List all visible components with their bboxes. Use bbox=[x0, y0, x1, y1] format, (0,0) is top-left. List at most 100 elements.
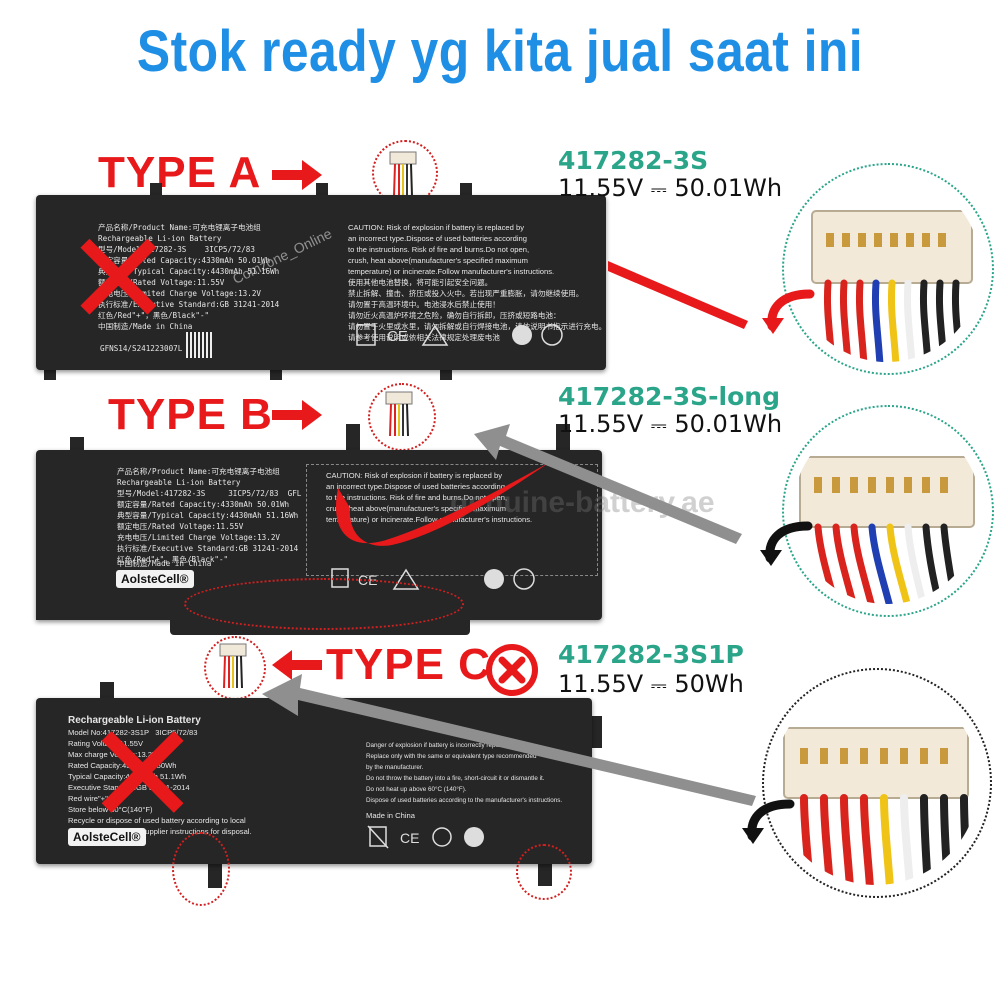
arrow-left-icon bbox=[272, 650, 322, 680]
label-line: by the manufacturer. bbox=[366, 764, 424, 771]
dc-symbol-icon: ⎓ bbox=[650, 413, 667, 437]
label-line: Dispose of used batteries according to t… bbox=[366, 797, 563, 804]
label-line: 禁止拆解、撞击、挤压或投入火中。若出现严重膨胀，请勿继续使用。 bbox=[348, 289, 584, 298]
label-line: 请勿置于火里或水里，请勿拆解或自行焊接电池，请依说明书指示进行充电。 bbox=[348, 322, 607, 331]
label-line: Rated Capacity:4330mAh 50Wh bbox=[68, 761, 177, 770]
label-line: 执行标准/Executive Standard:GB 31241-2014 bbox=[98, 300, 280, 309]
type-a-label: TYPE A bbox=[98, 148, 262, 197]
spec-line-b: 11.55V ⎓ 50.01Wh bbox=[558, 410, 782, 438]
label-line: Typical Capacity:4430mAh 51.1Wh bbox=[68, 772, 187, 781]
battery-b-caution: CAUTION: Risk of explosion if battery is… bbox=[326, 470, 586, 525]
curved-arrow-icon bbox=[762, 289, 815, 334]
label-line: 中国制造/Made in China bbox=[98, 322, 193, 331]
label-line: Model No:417282-3S1P 3ICP5/72/83 bbox=[68, 728, 198, 737]
label-line: 额定电压/Rated Voltage:11.55V bbox=[117, 522, 244, 531]
headline: Stok ready yg kita jual saat ini bbox=[136, 19, 864, 84]
connector-closeup-b bbox=[793, 416, 981, 604]
spec-line-a: 11.55V ⎓ 50.01Wh bbox=[558, 174, 782, 202]
label-line: Rechargeable Li-ion Battery bbox=[98, 234, 222, 243]
label-line: 额定电压/Rated Voltage:11.55V bbox=[98, 278, 225, 287]
svg-text:CE: CE bbox=[387, 328, 408, 345]
label-line: an incorrect type.Dispose of used batter… bbox=[326, 482, 505, 491]
curved-arrow-icon bbox=[760, 521, 813, 566]
label-line: Executive Standard:GB 31241-2014 bbox=[68, 783, 190, 792]
label-line: 产品名称/Product Name:可充电锂离子电池组 bbox=[98, 223, 261, 232]
battery-a-caution: CAUTION: Risk of explosion if battery is… bbox=[348, 222, 607, 343]
part-number-a: 417282-3S bbox=[558, 146, 709, 175]
label-line: 请勿近火高温炉环境之危险，确勿自行拆卸，压挤或短路电池： bbox=[348, 311, 561, 320]
label-line: CAUTION: Risk of explosion if battery is… bbox=[348, 223, 524, 232]
label-line: Do not throw the battery into a fire, sh… bbox=[366, 775, 545, 782]
type-b-label: TYPE B bbox=[108, 390, 273, 439]
part-number-c: 417282-3S1P bbox=[558, 640, 744, 669]
label-line: Rechargeable Li-ion Battery bbox=[117, 478, 241, 487]
brand-logo: AolsteCell® bbox=[116, 570, 194, 588]
energy: 50.01Wh bbox=[674, 410, 783, 438]
dc-symbol-icon: ⎓ bbox=[650, 673, 667, 697]
reject-x-icon bbox=[486, 644, 538, 696]
label-line: 典型容量/Typical Capacity:4430mAh 51.16Wh bbox=[117, 511, 299, 520]
made-in-label: 中国制造/Made in China bbox=[117, 559, 212, 568]
label-line: an incorrect type.Dispose of used batter… bbox=[348, 234, 527, 243]
tab-highlight-ring bbox=[516, 844, 572, 900]
brand-logo: AolsteCell® bbox=[68, 828, 146, 846]
label-line: 型号/Model:417282-3S 3ICP5/72/83 bbox=[98, 245, 255, 254]
label-line: 红色/Red"+"，黑色/Black"-" bbox=[98, 311, 210, 320]
svg-text:CE: CE bbox=[400, 830, 419, 846]
connector-closeup-a bbox=[793, 174, 981, 362]
qr-code-icon bbox=[186, 332, 212, 358]
label-line: 充电电压/Limited Charge Voltage:13.2V bbox=[98, 289, 261, 298]
dc-symbol-icon: ⎓ bbox=[650, 177, 667, 201]
label-line: 请参考使用说明或依相关法律规定处理废电池 bbox=[348, 333, 500, 342]
certification-marks-icon: CE bbox=[356, 324, 449, 346]
spec-line-c: 11.55V ⎓ 50Wh bbox=[558, 670, 744, 698]
battery-a-spec-label: 产品名称/Product Name:可充电锂离子电池组 Rechargeable… bbox=[98, 222, 279, 332]
label-line: 充电电压/Limited Charge Voltage:13.2V bbox=[117, 533, 280, 542]
checkmark-swoosh-icon bbox=[336, 462, 550, 546]
voltage: 11.55V bbox=[558, 410, 644, 438]
recycling-marks-icon bbox=[512, 324, 563, 346]
energy: 50.01Wh bbox=[674, 174, 783, 202]
connector-icon bbox=[389, 151, 417, 197]
label-line: Red wire"+" bbox=[68, 794, 108, 803]
label-line: to the instructions. Risk of fire and bu… bbox=[348, 245, 530, 254]
label-line: 额定容量/Rated Capacity:4330mAh 50.01Wh bbox=[117, 500, 290, 509]
label-line: 典型容量/Typical Capacity:4430mAh 51.16Wh bbox=[98, 267, 280, 276]
label-line: 产品名称/Product Name:可充电锂离子电池组 bbox=[117, 467, 280, 476]
voltage: 11.55V bbox=[558, 174, 644, 202]
cross-out-x-icon: ✕ bbox=[64, 203, 173, 355]
pointer-arrow-icon bbox=[474, 424, 742, 544]
disposal-marks-icon: CE bbox=[367, 825, 484, 849]
arrow-right-icon bbox=[272, 160, 322, 190]
part-number-b: 417282-3S-long bbox=[558, 382, 780, 411]
mount-tab bbox=[556, 424, 570, 454]
type-c-label: TYPE C bbox=[326, 640, 491, 689]
label-line: Store below 60°C(140°F) bbox=[68, 805, 153, 814]
zoom-ring-c bbox=[762, 668, 992, 898]
battery-b-spec-label: 产品名称/Product Name:可充电锂离子电池组 Rechargeable… bbox=[117, 466, 301, 565]
label-line: Max charge Voltage:13.2V bbox=[68, 750, 158, 759]
connector-icon bbox=[385, 391, 413, 437]
zoom-ring-a bbox=[782, 163, 994, 375]
made-in-label: Made in China bbox=[366, 811, 415, 820]
recycling-marks-icon bbox=[484, 568, 535, 590]
mount-tab bbox=[346, 424, 360, 454]
label-line: Do not heat up above 60°C (140°F). bbox=[366, 786, 467, 793]
extension-highlight-ring bbox=[184, 578, 464, 630]
label-line: 型号/Model:417282-3S 3ICP5/72/83 GFL bbox=[117, 489, 302, 498]
zoom-ring-b bbox=[782, 405, 994, 617]
label-line: 执行标准/Executive Standard:GB 31241-2014 bbox=[117, 544, 299, 553]
battery-type-a bbox=[36, 195, 606, 370]
label-line: 额定容量/Rated Capacity:4330mAh 50.01Wh bbox=[98, 256, 271, 265]
label-title: Rechargeable Li-ion Battery bbox=[68, 715, 201, 726]
label-line: Replace only with the same or equivalent… bbox=[366, 753, 537, 760]
connector-icon bbox=[219, 643, 247, 689]
label-line: Rating Voltage:11.55V bbox=[68, 739, 144, 748]
cross-out-x-icon: ✕ bbox=[84, 694, 202, 857]
connector-closeup-c bbox=[773, 679, 979, 885]
serial-number: GFNS14/S241223007L bbox=[100, 344, 183, 353]
mount-tab bbox=[70, 437, 84, 453]
tab-highlight-ring bbox=[172, 832, 230, 906]
pointer-arrow-icon bbox=[262, 674, 756, 806]
label-line: CAUTION: Risk of explosion if battery is… bbox=[326, 471, 502, 480]
